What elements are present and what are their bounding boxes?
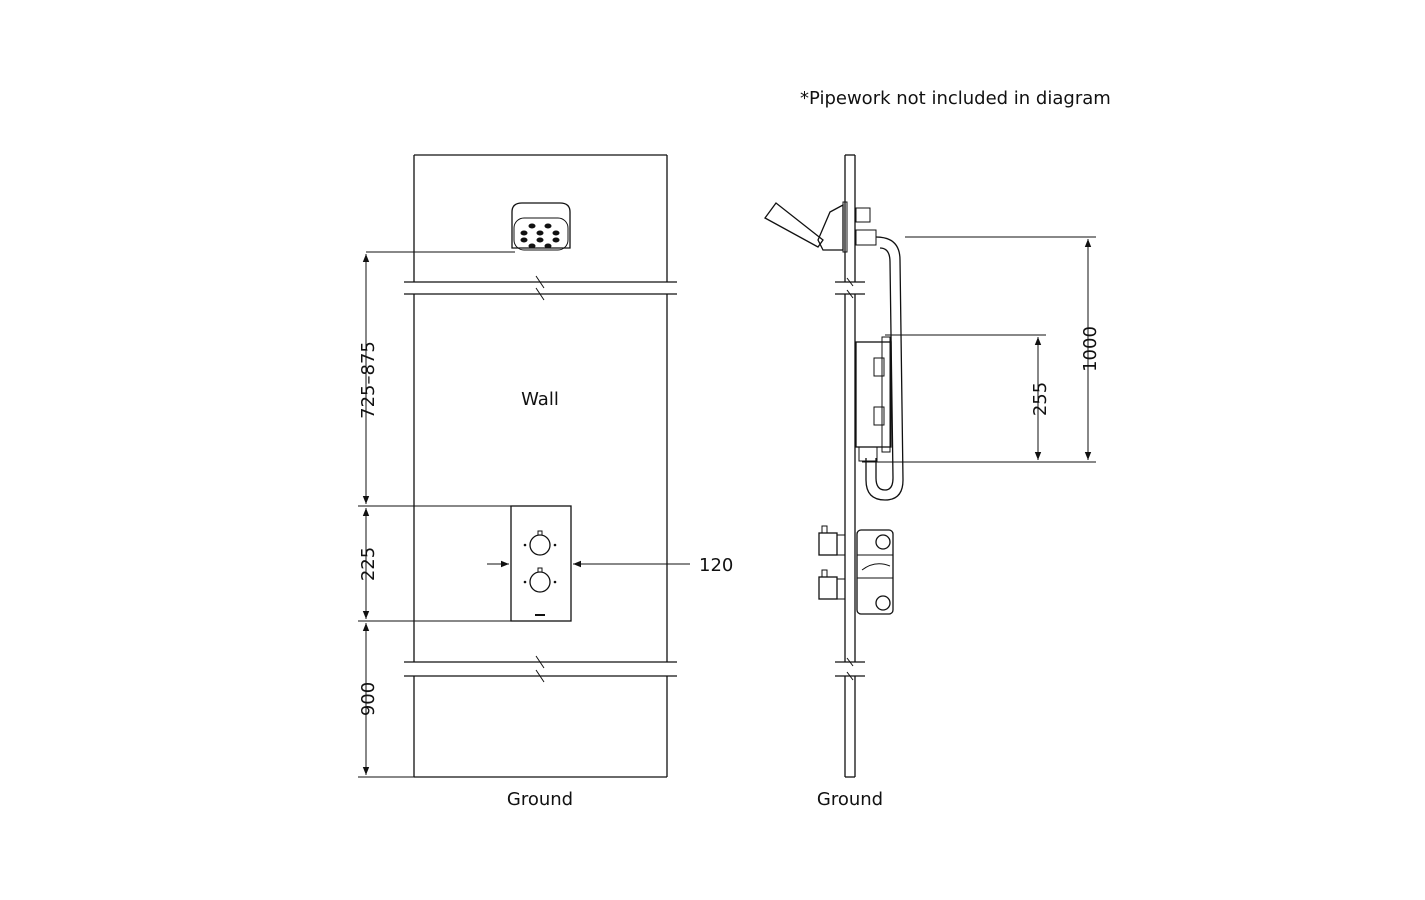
- valve-plate: [510, 505, 572, 622]
- front-dimensions: [358, 251, 690, 778]
- pipework-note: *Pipework not included in diagram: [800, 88, 1111, 109]
- front-view: 725–875 225 900 120 Wall Ground: [358, 154, 733, 810]
- break-lines: [404, 275, 677, 683]
- shower-head-side-icon: [764, 201, 877, 253]
- dim-head-height: 725–875: [358, 341, 379, 419]
- dim-riser: 1000: [1080, 326, 1101, 372]
- upper-knob-icon: [529, 534, 551, 556]
- front-ground-label: Ground: [507, 789, 573, 810]
- wall-outline: [413, 154, 668, 778]
- side-dimensions: [862, 236, 1096, 463]
- dim-bracket: 255: [1030, 382, 1051, 416]
- wall-section: [835, 154, 865, 778]
- brand-mark-icon: [535, 614, 545, 616]
- riser-bracket: [855, 336, 892, 462]
- lower-knob-icon: [529, 571, 551, 593]
- dim-valve-height: 225: [358, 547, 379, 581]
- side-view: 1000 255 Ground: [764, 154, 1101, 810]
- valve-body-side: [818, 525, 894, 615]
- side-ground-label: Ground: [817, 789, 883, 810]
- dim-floor-to-valve: 900: [358, 682, 379, 716]
- dim-valve-width: 120: [699, 555, 733, 576]
- riser-hose: [865, 236, 904, 501]
- shower-head-icon: [511, 202, 571, 251]
- wall-label: Wall: [521, 389, 559, 410]
